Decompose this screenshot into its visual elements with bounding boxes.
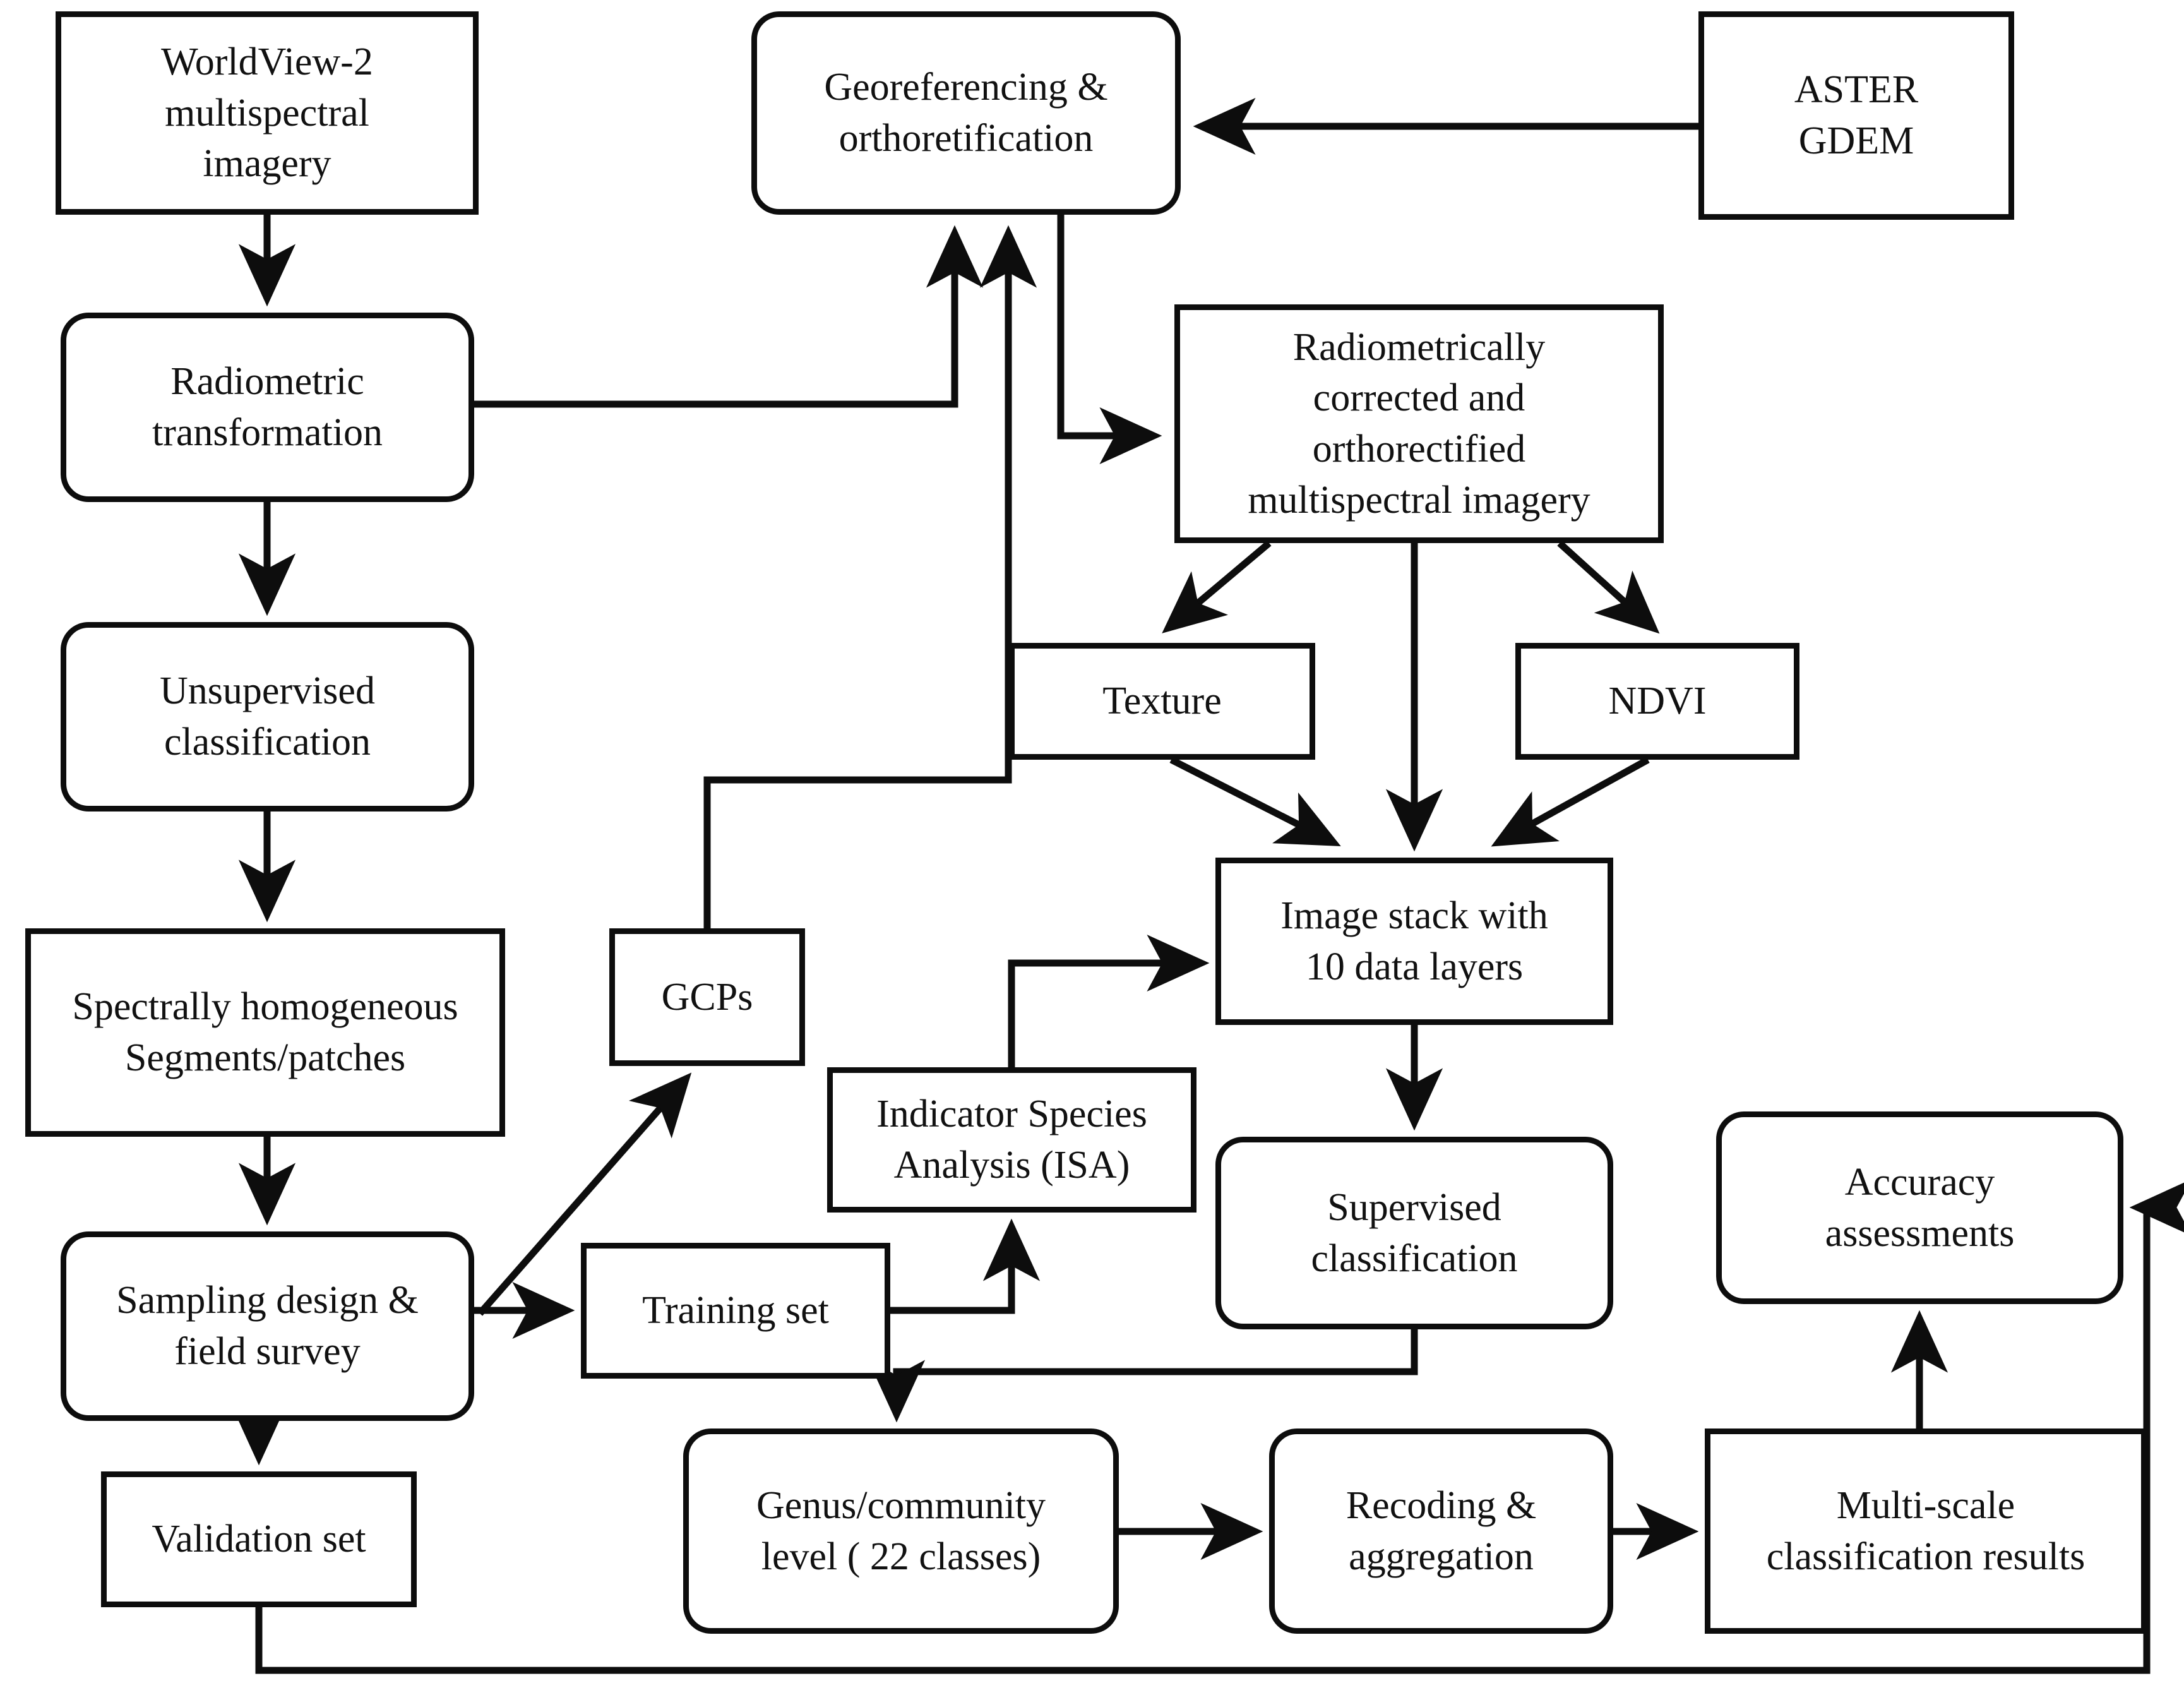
node-worldview[interactable]: WorldView-2 multispectral imagery	[56, 11, 479, 215]
node-texture[interactable]: Texture	[1009, 643, 1315, 760]
node-recoding-aggregation[interactable]: Recoding & aggregation	[1269, 1428, 1613, 1634]
edge-isa-to-imagestack	[1008, 934, 1210, 1067]
node-ndvi[interactable]: NDVI	[1515, 643, 1799, 760]
node-spectrally-homogeneous[interactable]: Spectrally homogeneous Segments/patches	[25, 928, 505, 1137]
node-label: Radiometrically corrected and orthorecti…	[1248, 325, 1590, 522]
node-accuracy-assessments[interactable]: Accuracy assessments	[1716, 1111, 2123, 1304]
node-label: Unsupervised classification	[160, 669, 375, 764]
node-image-stack[interactable]: Image stack with 10 data layers	[1215, 858, 1613, 1025]
node-label: Spectrally homogeneous Segments/patches	[72, 985, 458, 1079]
edge-radcorr-to-texture	[1162, 540, 1272, 633]
node-label: Genus/community level ( 22 classes)	[756, 1483, 1046, 1578]
node-label: Indicator Species Analysis (ISA)	[876, 1093, 1147, 1187]
node-multi-scale-classification-results[interactable]: Multi-scale classification results	[1705, 1428, 2147, 1634]
node-label: Training set	[642, 1289, 829, 1333]
edge-georef-to-radcorr	[1057, 215, 1162, 465]
node-georeferencing[interactable]: Georeferencing & orthoretification	[751, 11, 1181, 215]
node-training-set[interactable]: Training set	[581, 1243, 890, 1379]
edge-texture-to-imagestack	[1169, 757, 1341, 846]
node-label: Georeferencing & orthoretification	[824, 66, 1108, 160]
node-label: Sampling design & field survey	[116, 1279, 419, 1373]
node-radiometric-transformation[interactable]: Radiometric transformation	[61, 313, 474, 502]
edge-radcorr-to-ndvi	[1557, 540, 1660, 634]
node-label: ASTER GDEM	[1794, 68, 1919, 162]
node-label: WorldView-2 multispectral imagery	[161, 40, 373, 186]
node-unsupervised-classification[interactable]: Unsupervised classification	[61, 622, 474, 812]
node-aster-gdem[interactable]: ASTER GDEM	[1698, 11, 2014, 220]
node-label: Validation set	[152, 1518, 366, 1561]
node-indicator-species-analysis[interactable]: Indicator Species Analysis (ISA)	[827, 1067, 1196, 1213]
node-supervised-classification[interactable]: Supervised classification	[1215, 1137, 1613, 1329]
node-label: Radiometric transformation	[152, 360, 383, 454]
edge-ndvi-to-imagestack	[1491, 757, 1650, 847]
node-label: NDVI	[1608, 680, 1707, 723]
edge-supervised-to-genus	[868, 1329, 1418, 1423]
node-validation-set[interactable]: Validation set	[101, 1471, 417, 1607]
node-label: GCPs	[661, 975, 753, 1019]
node-genus-community-level[interactable]: Genus/community level ( 22 classes)	[683, 1428, 1119, 1634]
edge-training-to-isa	[890, 1218, 1041, 1314]
node-label: Multi-scale classification results	[1766, 1483, 2086, 1578]
node-sampling-design[interactable]: Sampling design & field survey	[61, 1231, 474, 1421]
node-radiometrically-corrected[interactable]: Radiometrically corrected and orthorecti…	[1174, 304, 1664, 543]
node-label: Accuracy assessments	[1825, 1160, 2015, 1255]
node-label: Image stack with 10 data layers	[1280, 894, 1548, 988]
node-label: Recoding & aggregation	[1346, 1483, 1537, 1578]
edge-gcps-to-georef	[703, 225, 1037, 928]
node-label: Texture	[1102, 680, 1222, 723]
node-label: Supervised classification	[1311, 1185, 1518, 1280]
node-gcps[interactable]: GCPs	[609, 928, 805, 1066]
edge-radiometric-to-georef	[474, 225, 984, 408]
